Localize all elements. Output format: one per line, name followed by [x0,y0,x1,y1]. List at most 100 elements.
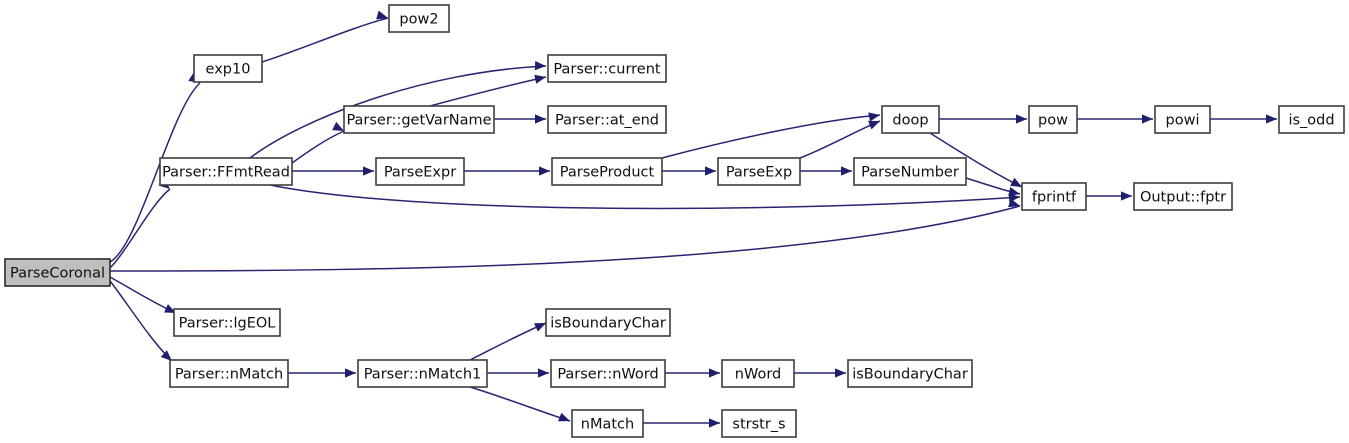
node-exp10[interactable]: exp10 [193,54,263,83]
edge-ParseCoronal-to-ParserNMatch [109,280,173,362]
node-label: is_odd [1288,113,1334,129]
edge-line [429,76,547,107]
arrowhead-icon [345,368,356,378]
node-box[interactable] [847,359,973,388]
edge-ParseProduct-to-doop [661,112,881,159]
node-doop[interactable]: doop [881,105,940,134]
node-label: doop [892,113,928,129]
node-strstr_s[interactable]: strstr_s [721,409,797,438]
edge-line [269,184,1021,210]
node-box[interactable] [1278,105,1345,134]
node-box[interactable] [721,409,797,438]
node-label: nMatch [581,417,634,433]
node-label: ParseCoronal [10,266,105,282]
edge-ParserNMatch-to-ParserNMatch1 [288,368,356,378]
node-box[interactable] [357,359,488,388]
node-ParserLgEOL[interactable]: Parser::lgEOL [173,308,281,337]
arrowhead-icon [868,120,880,130]
node-box[interactable] [853,157,967,186]
edge-ParseNumber-to-fprintf [965,177,1021,197]
node-ParseProduct[interactable]: ParseProduct [551,157,663,186]
arrowhead-icon [376,10,388,20]
node-ParserNMatch[interactable]: Parser::nMatch [169,359,289,388]
node-ParseExpr[interactable]: ParseExpr [375,157,465,186]
edge-ParseExpr-to-ParseProduct [464,166,550,176]
node-box[interactable] [1154,105,1211,134]
node-label: Parser::nWord [557,367,658,383]
edge-nWord-to-isBoundaryChar2 [794,368,846,378]
node-ParserFFmtRead[interactable]: Parser::FFmtRead [159,157,293,186]
node-is_odd[interactable]: is_odd [1278,105,1345,134]
node-fprintf[interactable]: fprintf [1021,182,1087,211]
node-box[interactable] [173,308,281,337]
edge-doop-to-fprintf [929,132,1023,188]
node-box[interactable] [571,409,644,438]
edge-ParserNMatch1-to-nMatch [469,386,571,422]
node-powi[interactable]: powi [1154,105,1211,134]
arrowhead-icon [1142,114,1153,124]
arrowhead-icon [1016,114,1027,124]
node-label: Parser::at_end [555,113,659,129]
node-pow2[interactable]: pow2 [388,4,450,33]
node-isBoundaryChar1[interactable]: isBoundaryChar [545,308,671,337]
node-label: exp10 [206,62,251,78]
node-box[interactable] [1021,182,1087,211]
edge-line [261,17,389,63]
arrowhead-icon [841,166,852,176]
edge-line [249,65,547,159]
node-ParseCoronal[interactable]: ParseCoronal [4,258,111,287]
node-box[interactable] [551,157,663,186]
node-nWord[interactable]: nWord [721,359,795,388]
node-box[interactable] [547,54,667,83]
node-ParseExp[interactable]: ParseExp [717,157,801,186]
node-label: ParseExpr [384,165,456,181]
node-pow[interactable]: pow [1028,105,1078,134]
arrowhead-icon [709,368,720,378]
node-box[interactable] [881,105,940,134]
node-ParserNWord[interactable]: Parser::nWord [550,359,666,388]
arrowhead-icon [363,166,374,176]
node-box[interactable] [717,157,801,186]
node-ParseNumber[interactable]: ParseNumber [853,157,967,186]
edge-line [469,322,547,361]
node-ParserAtEnd[interactable]: Parser::at_end [547,105,667,134]
node-ParserNMatch1[interactable]: Parser::nMatch1 [357,359,488,388]
node-nMatch[interactable]: nMatch [571,409,644,438]
node-box[interactable] [169,359,289,388]
arrowhead-icon [1008,187,1020,197]
node-isBoundaryChar2[interactable]: isBoundaryChar [847,359,973,388]
node-box[interactable] [4,258,111,287]
node-label: Output::fptr [1140,190,1226,206]
edge-ParserFFmtRead-to-ParserGetVarName [291,121,345,164]
node-box[interactable] [388,4,450,33]
node-box[interactable] [1133,182,1233,211]
edge-powi-to-is_odd [1210,114,1277,124]
arrowhead-icon [558,412,570,422]
node-box[interactable] [159,157,293,186]
node-label: isBoundaryChar [550,316,666,332]
node-ParserGetVarName[interactable]: Parser::getVarName [343,105,495,134]
node-box[interactable] [547,105,667,134]
edge-line [109,188,171,269]
arrowhead-icon [332,121,344,131]
node-OutputFptr[interactable]: Output::fptr [1133,182,1233,211]
node-box[interactable] [375,157,465,186]
node-label: strstr_s [732,417,785,433]
node-label: Parser::lgEOL [179,316,276,332]
node-ParserCurrent[interactable]: Parser::current [547,54,667,83]
edge-ParseExp-to-doop [799,120,881,159]
node-box[interactable] [721,359,795,388]
edge-line [109,82,201,263]
arrowhead-icon [160,350,172,361]
node-box[interactable] [193,54,263,83]
arrowhead-icon [534,61,546,71]
node-box[interactable] [343,105,495,134]
arrowhead-icon [164,304,176,313]
node-box[interactable] [1028,105,1078,134]
node-label: Parser::nMatch1 [364,367,482,383]
node-box[interactable] [545,308,671,337]
edge-ParseCoronal-to-ParserLgEOL [109,276,177,314]
node-box[interactable] [550,359,666,388]
